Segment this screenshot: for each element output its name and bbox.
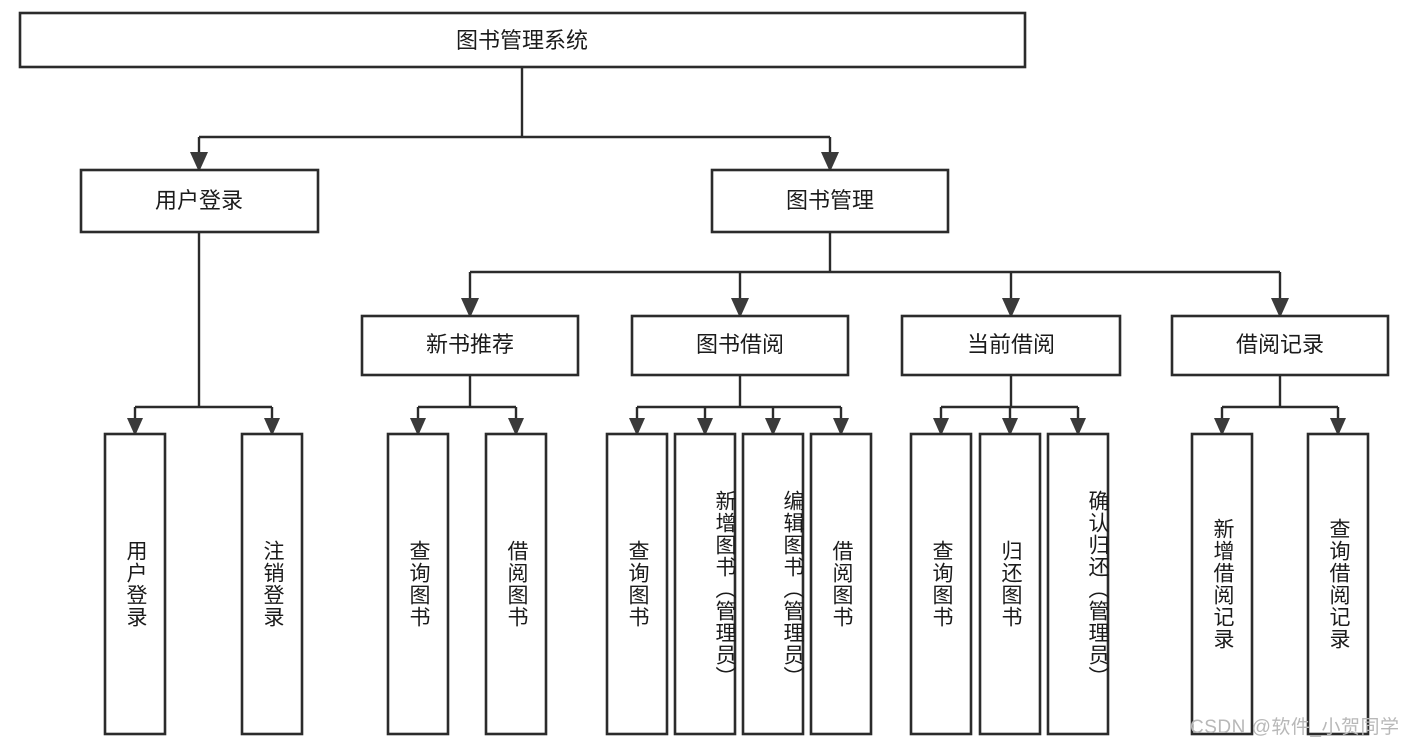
node-new-book-rec[interactable]: [360, 314, 580, 377]
arrowhead-leaf-user-login: [127, 418, 143, 436]
node-leaf-logout[interactable]: [240, 432, 304, 736]
arrowhead-new-book-rec: [461, 298, 479, 318]
arrowhead-leaf-add-record: [1214, 418, 1230, 436]
node-current-borrow[interactable]: [900, 314, 1122, 377]
node-book-manage-label: 图书管理: [786, 188, 874, 213]
arrowhead-borrow-record: [1271, 298, 1289, 318]
arrowhead-leaf-edit-book: [765, 418, 781, 436]
arrowhead-leaf-query-book-1: [410, 418, 426, 436]
arrowhead-leaf-query-book-3: [933, 418, 949, 436]
node-leaf-borrow-book-2[interactable]: [809, 432, 873, 736]
node-leaf-query-book-1[interactable]: [386, 432, 450, 736]
arrowhead-book-borrow: [731, 298, 749, 318]
node-leaf-return-book[interactable]: [978, 432, 1042, 736]
node-user-login[interactable]: [79, 168, 320, 234]
node-leaf-query-book-2[interactable]: [605, 432, 669, 736]
node-book-borrow-label: 图书借阅: [696, 332, 784, 357]
arrowhead-leaf-logout: [264, 418, 280, 436]
node-leaf-user-login[interactable]: [103, 432, 167, 736]
node-leaf-query-record[interactable]: [1306, 432, 1370, 736]
node-borrow-record[interactable]: [1170, 314, 1390, 377]
arrowhead-current-borrow: [1002, 298, 1020, 318]
node-root-label: 图书管理系统: [456, 28, 588, 53]
watermark: CSDN @软件_小贺同学: [1190, 717, 1400, 738]
arrowhead-leaf-query-record: [1330, 418, 1346, 436]
node-new-book-rec-label: 新书推荐: [426, 332, 514, 357]
arrowhead-leaf-add-book: [697, 418, 713, 436]
node-box-group: 图书管理系统 用户登录 图书管理 新书推荐 图书借阅 当前借阅 借阅记录: [18, 11, 1390, 736]
node-leaf-add-book[interactable]: [673, 432, 737, 736]
arrowhead-book-manage: [821, 152, 839, 172]
node-book-manage[interactable]: [710, 168, 950, 234]
arrowhead-leaf-query-book-2: [629, 418, 645, 436]
node-root[interactable]: [18, 11, 1027, 69]
node-leaf-borrow-book-1[interactable]: [484, 432, 548, 736]
node-leaf-edit-book[interactable]: [741, 432, 805, 736]
node-leaf-add-record[interactable]: [1190, 432, 1254, 736]
arrowhead-leaf-borrow-book-2: [833, 418, 849, 436]
node-leaf-query-book-3[interactable]: [909, 432, 973, 736]
node-current-borrow-label: 当前借阅: [967, 332, 1055, 357]
node-borrow-record-label: 借阅记录: [1236, 332, 1324, 357]
node-book-borrow[interactable]: [630, 314, 850, 377]
arrowhead-group: [127, 152, 1346, 436]
node-user-login-label: 用户登录: [155, 188, 243, 213]
arrowhead-user-login: [190, 152, 208, 172]
connector-group: [133, 67, 1340, 420]
arrowhead-leaf-borrow-book-1: [508, 418, 524, 436]
arrowhead-leaf-return-book: [1002, 418, 1018, 436]
arrowhead-leaf-confirm-return: [1070, 418, 1086, 436]
node-leaf-confirm-return[interactable]: [1046, 432, 1110, 736]
